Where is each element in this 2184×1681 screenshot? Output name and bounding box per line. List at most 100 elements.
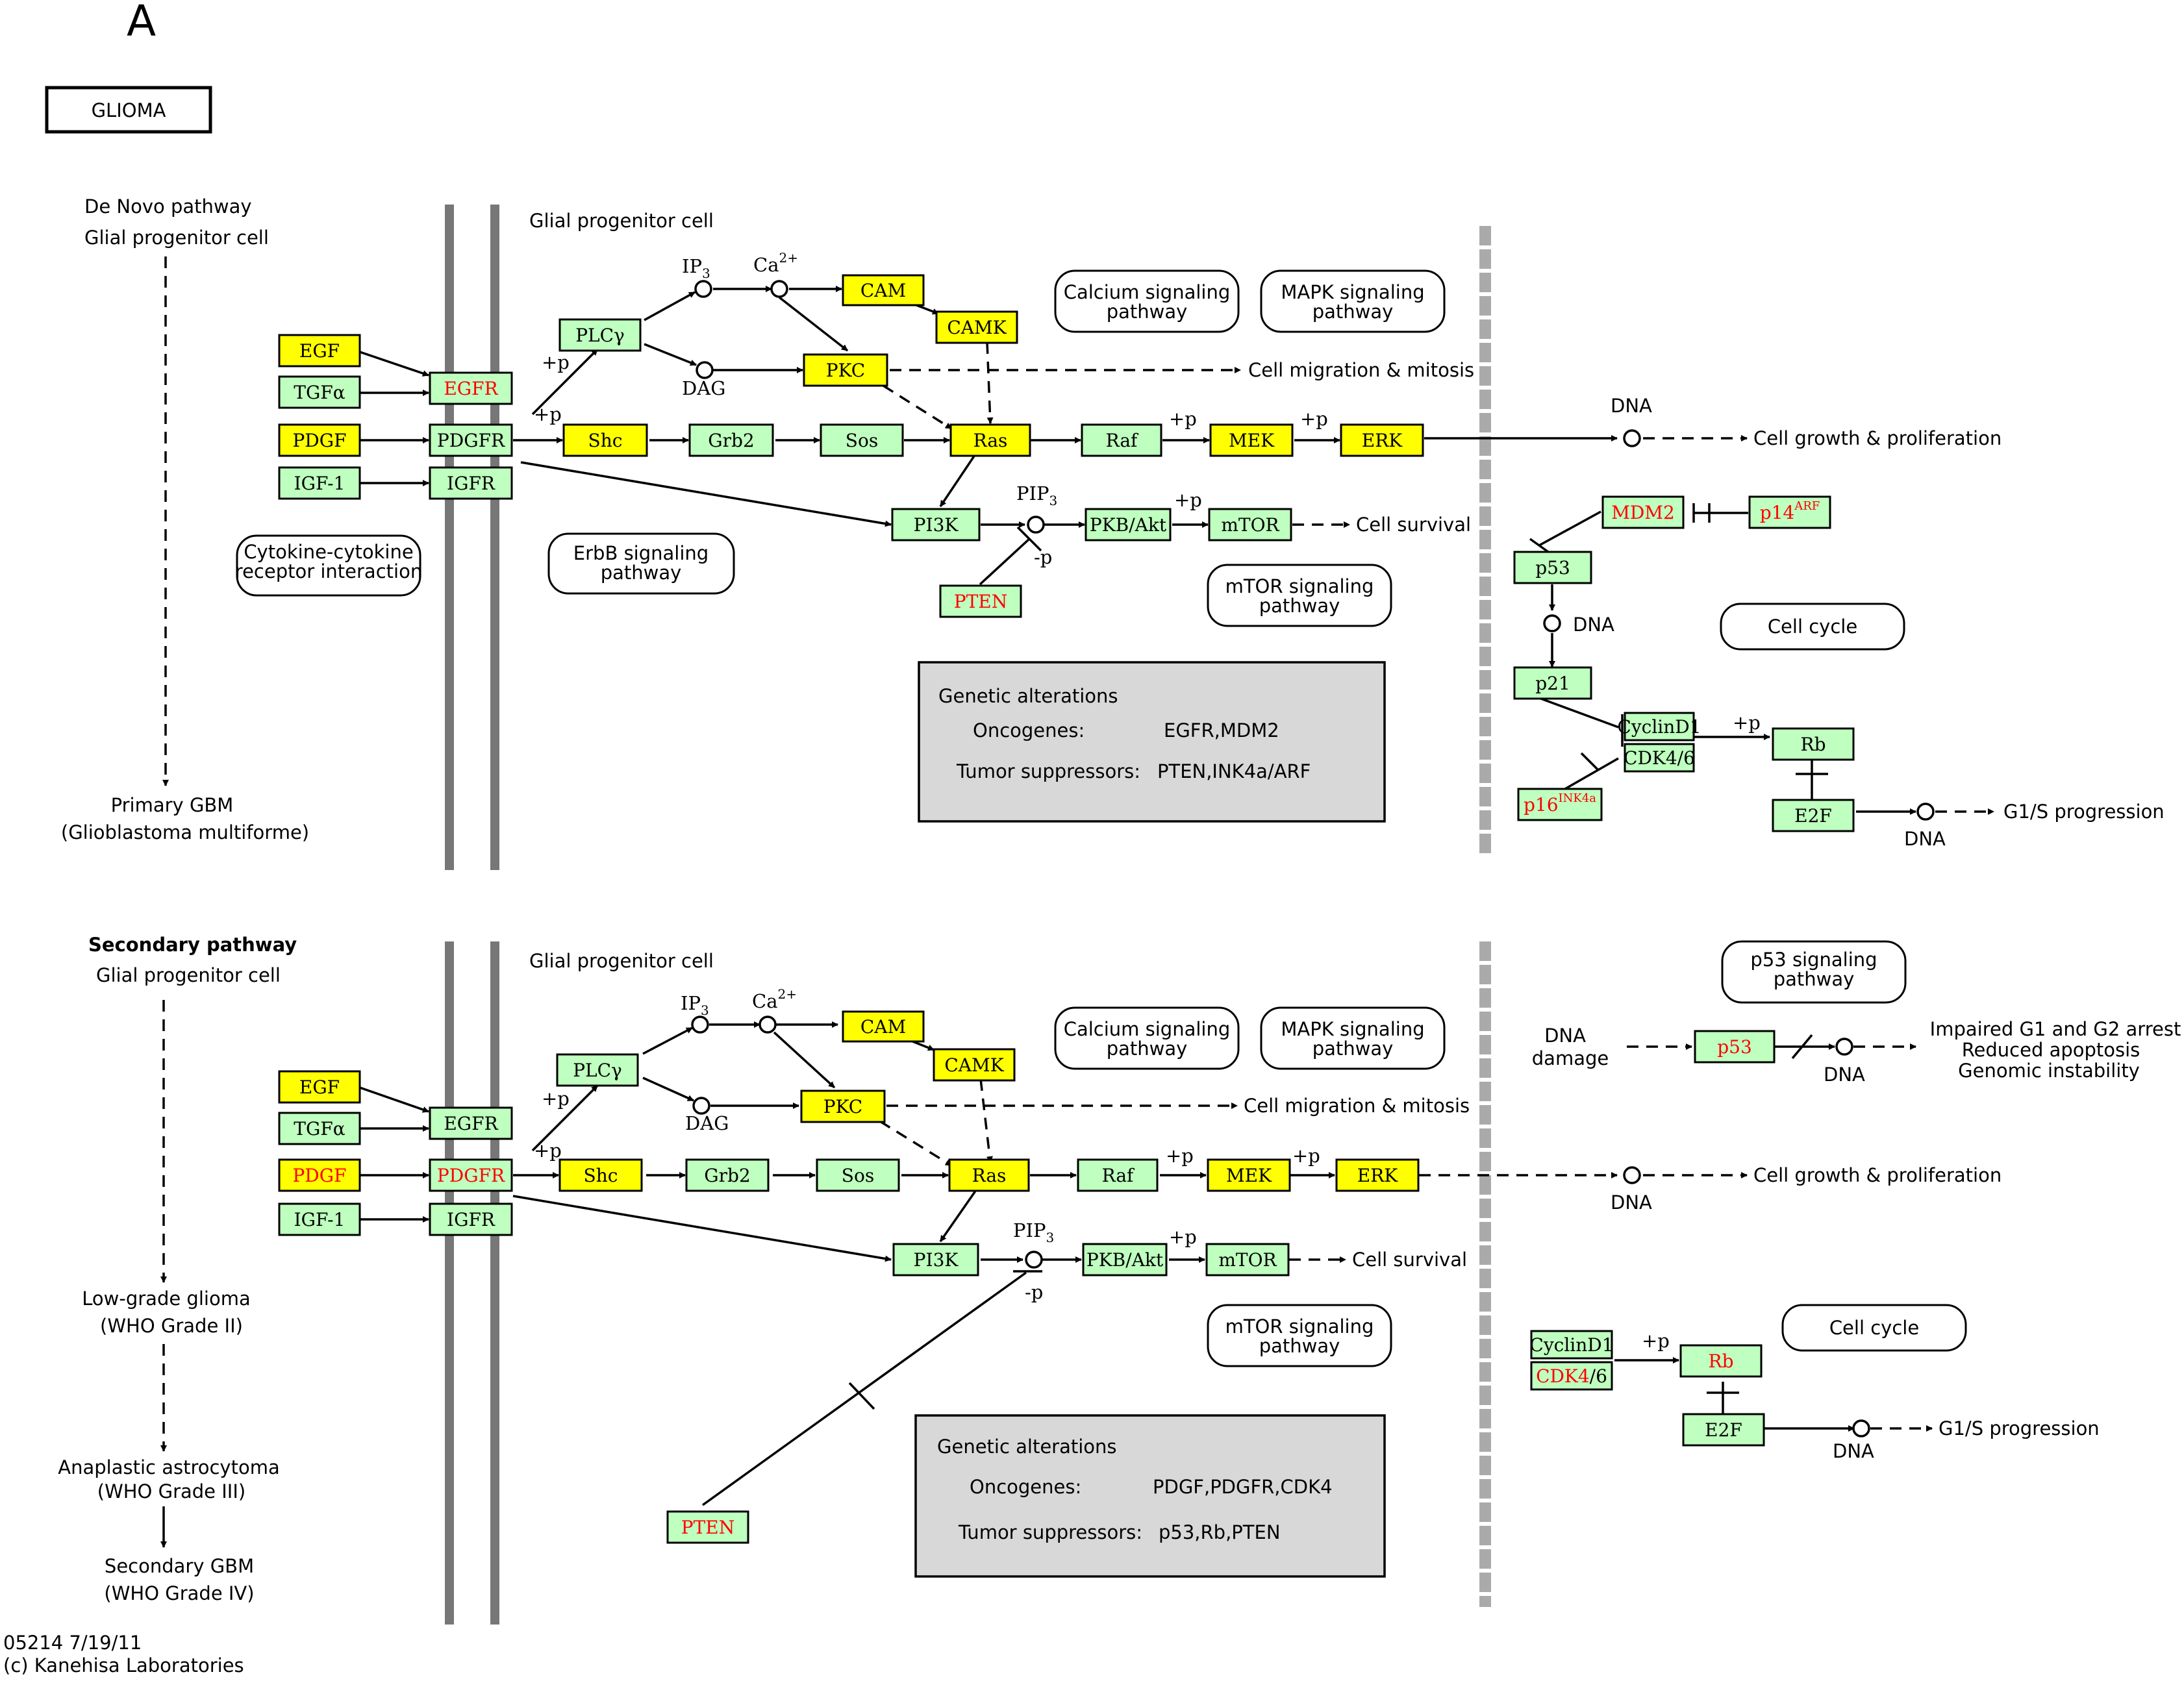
gene-label-erk: ERK (1362, 430, 1403, 451)
bottom-ts-value: p53,Rb,PTEN (1159, 1521, 1281, 1543)
gene-label-plcg: PLCγ (573, 1060, 622, 1081)
gene-box-sos: Sos (820, 423, 904, 457)
plus-p-1: +p (542, 351, 570, 373)
top-ts-label: Tumor suppressors: (956, 760, 1140, 782)
bottom-alterations-box (914, 1414, 1386, 1578)
gene-label-tgfa: TGFα (294, 1118, 345, 1139)
bottom-alterations-title: Genetic alterations (937, 1436, 1117, 1458)
membrane-inner-bottom (490, 941, 499, 1625)
gene-box-cdk46: CDK4/6 (1624, 743, 1695, 773)
bottom-header-1: Secondary pathway (88, 934, 297, 956)
bottom-cell-label: Glial progenitor cell (529, 950, 714, 972)
gene-label-erk: ERK (1357, 1165, 1399, 1186)
gene-label-pkc: PKC (823, 1096, 862, 1117)
top-onc-label: Oncogenes: (973, 719, 1085, 741)
plus-p-b4: +p (1292, 1145, 1320, 1167)
gene-box-mek: MEK (1209, 423, 1294, 457)
gene-label-egf: EGF (299, 1077, 340, 1098)
dna-label-2: DNA (1573, 614, 1614, 636)
gene-box-pkb: PKB/Akt (1085, 508, 1172, 542)
gene-box-erk: ERK (1340, 423, 1424, 457)
gene-label-cyclind1: CyclinD1 (1529, 1334, 1613, 1356)
gene-label-mtor: mTOR (1221, 514, 1279, 536)
gene-box-cam: CAM (842, 274, 925, 306)
survival-label-1: Cell survival (1356, 514, 1471, 536)
plus-p-2: +p (534, 403, 562, 425)
gene-box-cdk46: CDK4/6 (1530, 1361, 1613, 1391)
plus-p-b3: +p (1166, 1145, 1194, 1167)
growth-label-b: Cell growth & proliferation (1753, 1164, 2002, 1186)
gene-label-p21: p21 (1535, 673, 1570, 694)
growth-label-1: Cell growth & proliferation (1753, 427, 2002, 449)
calcium-pathway-2: pathway (1107, 301, 1188, 323)
gene-box-ras: Ras (948, 1158, 1030, 1192)
plus-p-5: +p (1174, 489, 1202, 511)
membrane-inner (490, 205, 499, 870)
gene-box-pkb: PKB/Akt (1082, 1243, 1168, 1276)
gene-label-egf: EGF (299, 340, 340, 362)
gene-box-e2f: E2F (1772, 799, 1855, 832)
top-cell-label: Glial progenitor cell (529, 210, 714, 232)
gene-label-pkb: PKB/Akt (1090, 514, 1167, 536)
gene-box-plcg: PLCγ (556, 1053, 639, 1087)
plus-p-b1: +p (542, 1088, 570, 1110)
gene-box-egf: EGF (278, 1070, 361, 1104)
gene-label-raf: Raf (1102, 1165, 1135, 1186)
mapk-pathway-1: MAPK signaling (1281, 281, 1424, 303)
gene-label-pkb: PKB/Akt (1086, 1249, 1164, 1271)
pip3-label: PIP3 (1016, 482, 1057, 508)
erbb-pathway-2: pathway (601, 562, 682, 584)
gene-label-mtor: mTOR (1218, 1249, 1277, 1271)
gene-label-igfr: IGFR (447, 473, 496, 494)
gene-box-cam: CAM (842, 1010, 925, 1043)
gene-box-p53: p53 (1694, 1030, 1776, 1064)
dna-label-b1: DNA (1611, 1191, 1652, 1214)
gene-label-cdk46: CDK4/6 (1624, 747, 1695, 769)
gene-label-mek: MEK (1226, 1165, 1272, 1186)
plus-p-3: +p (1169, 408, 1197, 430)
gene-box-mtor: mTOR (1208, 508, 1292, 542)
top-alterations-title: Genetic alterations (938, 685, 1118, 707)
dna-label-b3: DNA (1833, 1440, 1874, 1462)
plus-p-6: +p (1733, 712, 1761, 734)
survival-label-b: Cell survival (1352, 1249, 1467, 1271)
gene-box-raf: Raf (1081, 423, 1162, 457)
gene-box-pten: PTEN (666, 1510, 749, 1544)
gene-label-igfr: IGFR (447, 1209, 496, 1230)
gene-label-igf1: IGF-1 (294, 1209, 345, 1230)
gene-box-pi3k: PI3K (891, 508, 981, 542)
gene-box-egfr: EGFR (429, 1106, 513, 1140)
gene-label-pkc: PKC (826, 360, 865, 381)
dna-damage-1: DNA (1544, 1025, 1586, 1047)
gene-box-igf1: IGF-1 (278, 1202, 361, 1236)
mtor-pathway-b2: pathway (1259, 1335, 1340, 1357)
gene-label-p53: p53 (1717, 1036, 1752, 1058)
migration-label-b: Cell migration & mitosis (1244, 1095, 1470, 1117)
mtor-pathway-b1: mTOR signaling (1225, 1315, 1374, 1338)
plus-p-b5: +p (1169, 1226, 1197, 1248)
p53-pathway-1: p53 signaling (1750, 949, 1877, 971)
gene-box-pkc: PKC (803, 353, 888, 387)
gene-label-camk: CAMK (947, 317, 1007, 338)
top-outcome-1: Primary GBM (111, 794, 234, 816)
bottom-onc-label: Oncogenes: (970, 1476, 1081, 1498)
gene-label-pdgfr: PDGFR (437, 1165, 505, 1186)
footer-line-2: (c) Kanehisa Laboratories (3, 1654, 244, 1676)
mapk-pathway-b1: MAPK signaling (1281, 1018, 1424, 1040)
dna-label-b2: DNA (1824, 1064, 1865, 1086)
gene-box-ras: Ras (949, 423, 1031, 457)
gene-label-sos: Sos (846, 430, 878, 451)
gene-label-cdk46: CDK4/6 (1536, 1365, 1607, 1387)
minus-p-1: -p (1034, 546, 1052, 568)
gene-label-shc: Shc (584, 1165, 618, 1186)
gene-box-erk: ERK (1335, 1158, 1420, 1192)
gene-box-mtor: mTOR (1205, 1243, 1290, 1276)
bottom-panel: Secondary pathway Glial progenitor cell … (58, 934, 2181, 1625)
gene-label-egfr: EGFR (444, 378, 498, 399)
gene-label-ras: Ras (973, 430, 1008, 451)
stage-1-line-1: Low-grade glioma (82, 1288, 250, 1310)
stage-2-line-2: (WHO Grade III) (97, 1480, 245, 1502)
bottom-ts-label: Tumor suppressors: (958, 1521, 1142, 1543)
plus-p-b6: +p (1642, 1330, 1670, 1352)
